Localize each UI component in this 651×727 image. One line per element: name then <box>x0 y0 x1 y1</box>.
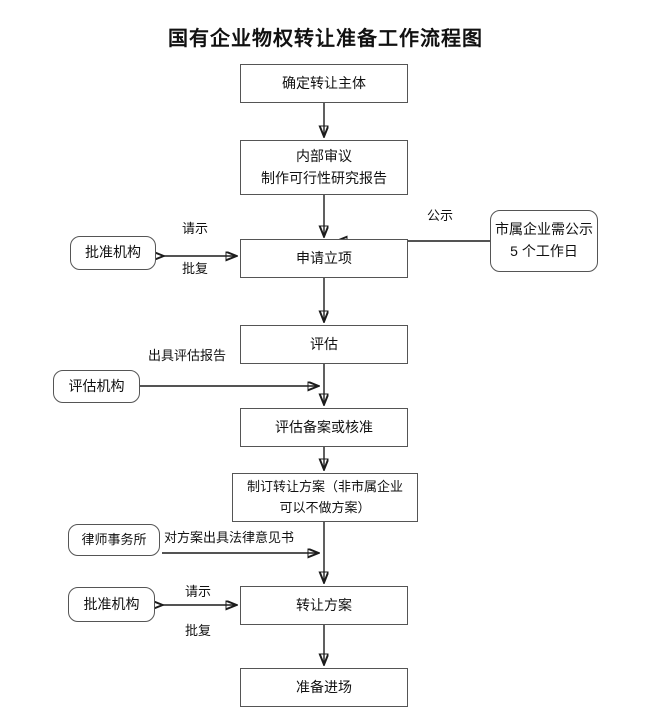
node-label: 批准机构 <box>83 595 140 612</box>
node-appraisal-filing-or-approval[interactable]: 评估备案或核准 <box>240 408 408 447</box>
node-label: 确定转让主体 <box>282 74 366 91</box>
edge-label-legal-opinion: 对方案出具法律意见书 <box>164 530 295 545</box>
edge-label-public-notice: 公示 <box>427 208 454 223</box>
node-appraisal-agency[interactable]: 评估机构 <box>53 370 140 403</box>
node-label: 申请立项 <box>296 249 352 266</box>
node-label-line2: 制作可行性研究报告 <box>261 169 387 186</box>
node-label-line2: 可以不做方案） <box>279 499 371 515</box>
node-approval-authority-bottom[interactable]: 批准机构 <box>68 587 155 622</box>
node-label-line1: 市属企业需公示 <box>495 221 593 238</box>
node-label: 律师事务所 <box>81 531 147 547</box>
node-determine-transfer-subject[interactable]: 确定转让主体 <box>240 64 408 103</box>
node-prepare-entry[interactable]: 准备进场 <box>240 668 408 707</box>
node-transfer-plan[interactable]: 转让方案 <box>240 586 408 625</box>
node-label-line1: 内部审议 <box>296 147 352 164</box>
node-label: 批准机构 <box>85 244 141 261</box>
node-apply-project[interactable]: 申请立项 <box>240 239 408 278</box>
edge-label-request-top: 请示 <box>182 221 209 236</box>
edge-label-request-bottom: 请示 <box>185 584 212 599</box>
node-approval-authority-top[interactable]: 批准机构 <box>70 236 156 270</box>
node-label: 转让方案 <box>296 596 352 613</box>
node-label: 评估机构 <box>68 377 125 394</box>
node-municipal-enterprise-notice[interactable]: 市属企业需公示 5 个工作日 <box>490 210 598 272</box>
page-title: 国有企业物权转让准备工作流程图 <box>168 28 483 50</box>
edge-label-reply-bottom: 批复 <box>185 623 212 638</box>
node-label: 准备进场 <box>296 678 352 695</box>
node-label: 评估 <box>310 335 338 352</box>
edge-label-issue-appraisal-report: 出具评估报告 <box>148 348 227 363</box>
node-draft-transfer-plan[interactable]: 制订转让方案（非市属企业 可以不做方案） <box>232 473 418 522</box>
node-label-line2: 5 个工作日 <box>510 243 578 259</box>
node-label: 评估备案或核准 <box>275 418 373 435</box>
node-law-firm[interactable]: 律师事务所 <box>68 524 160 556</box>
edge-label-reply-top: 批复 <box>182 261 209 276</box>
node-appraisal[interactable]: 评估 <box>240 325 408 364</box>
node-label-line1: 制订转让方案（非市属企业 <box>246 479 403 495</box>
node-internal-review[interactable]: 内部审议 制作可行性研究报告 <box>240 140 408 195</box>
